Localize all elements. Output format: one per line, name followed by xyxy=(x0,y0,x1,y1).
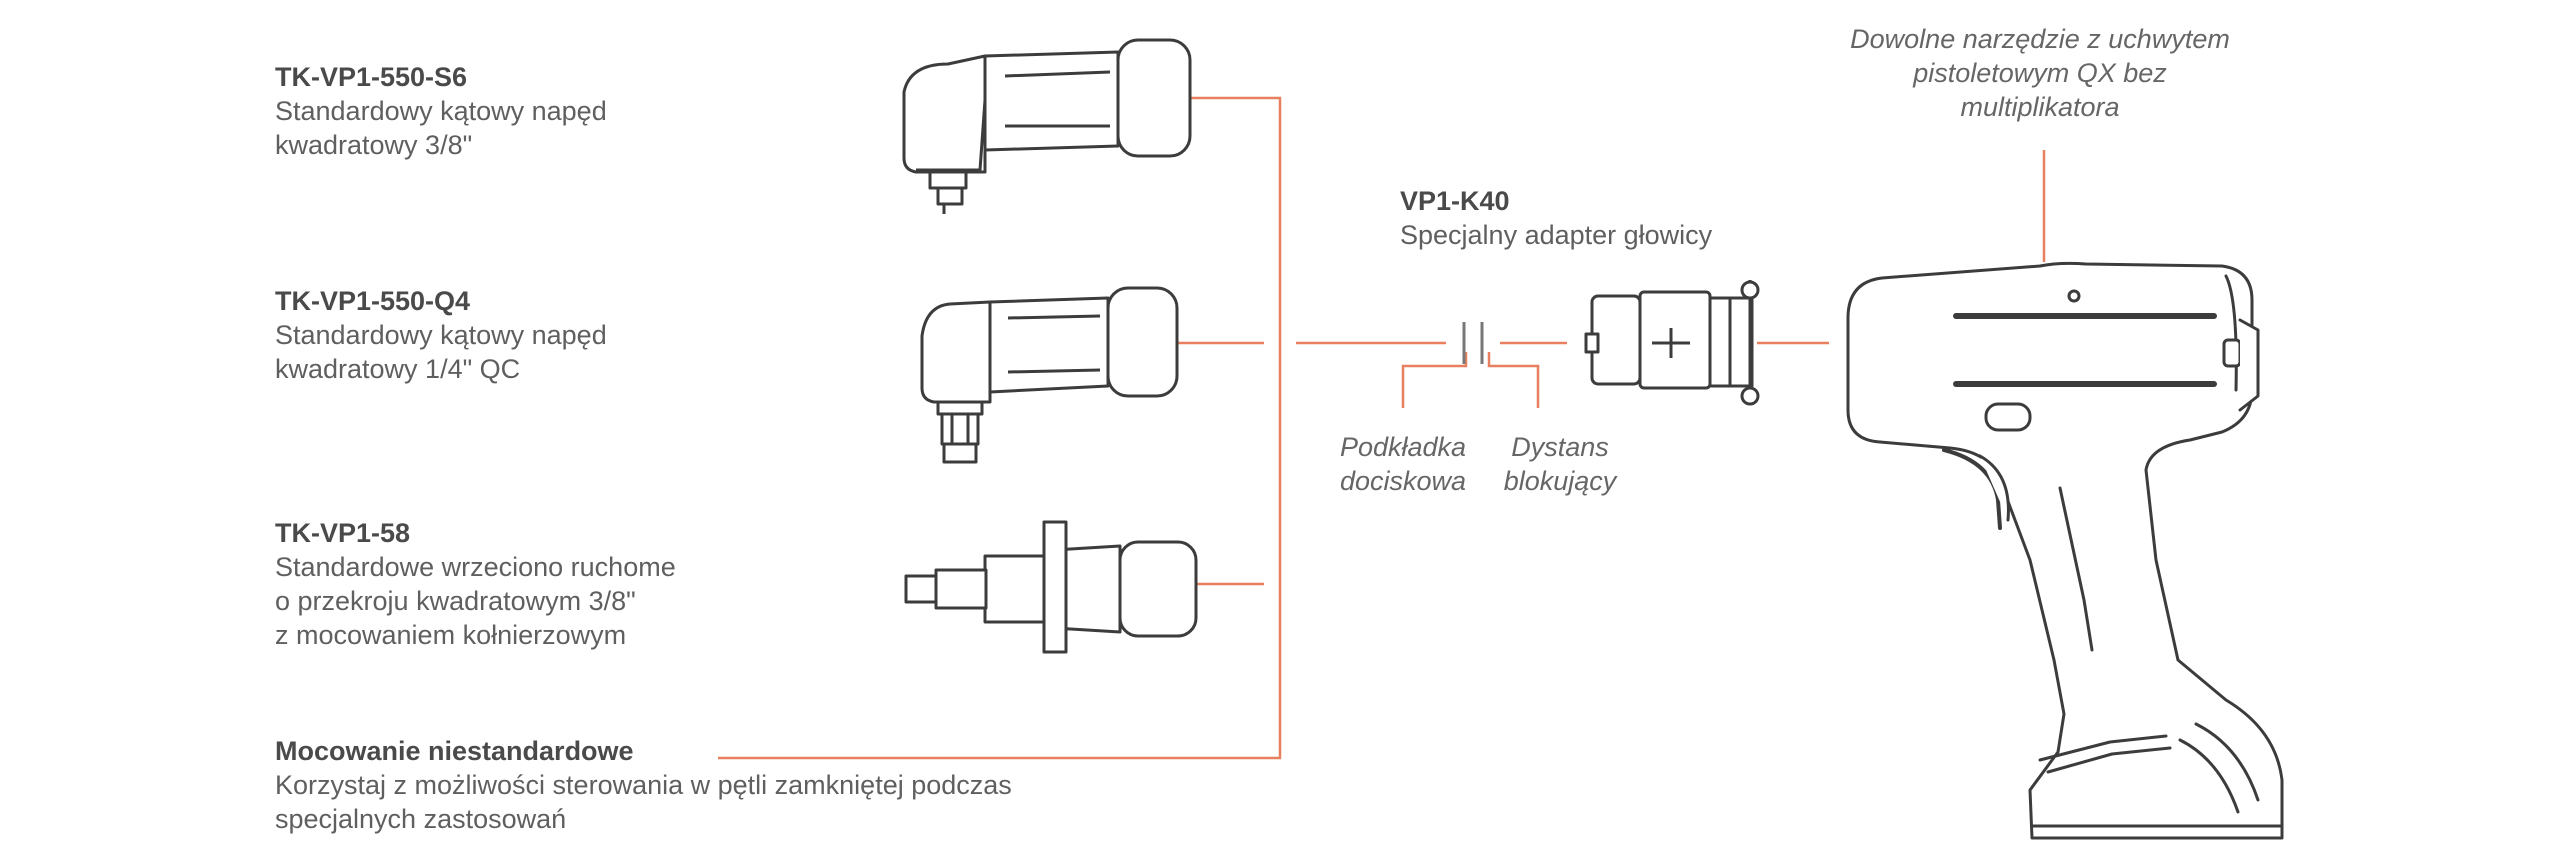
washer-label: Podkładka dociskowa xyxy=(1308,430,1498,498)
product-desc-line: Standardowy kątowy napęd xyxy=(275,96,607,126)
washer-label-line: dociskowa xyxy=(1339,466,1467,496)
product-custom-mount: Mocowanie niestandardowe Korzystaj z moż… xyxy=(275,734,1012,836)
product-desc-line: z mocowaniem kołnierzowym xyxy=(275,620,627,650)
product-desc-line: kwadratowy 1/4" QC xyxy=(275,354,521,384)
product-desc-line: Standardowy kątowy napęd xyxy=(275,320,607,350)
washer-label-line: Podkładka xyxy=(1339,432,1467,462)
spacer-label: Dystans blokujący xyxy=(1470,430,1650,498)
adapter-desc: Specjalny adapter głowicy xyxy=(1400,220,1713,250)
product-desc-line: o przekroju kwadratowym 3/8" xyxy=(275,586,636,616)
product-code: Mocowanie niestandardowe xyxy=(275,736,634,766)
product-tk-vp1-550-q4: TK-VP1-550-Q4 Standardowy kątowy napęd k… xyxy=(275,284,607,386)
tool-label-line: pistoletowym QX bez xyxy=(1913,58,2167,88)
pistol-grip-tool-icon xyxy=(1846,261,2284,840)
spacer-label-line: Dystans xyxy=(1511,432,1609,462)
flange-spindle-icon xyxy=(904,520,1198,654)
washer-spacer-symbol xyxy=(1462,322,1484,364)
product-code: TK-VP1-550-Q4 xyxy=(275,286,471,316)
product-desc-line: Korzystaj z możliwości sterowania w pętl… xyxy=(275,770,1012,800)
adapter-code: VP1-K40 xyxy=(1400,186,1510,216)
head-adapter-icon xyxy=(1584,280,1760,406)
product-code: TK-VP1-550-S6 xyxy=(275,62,468,92)
angle-head-q4-icon xyxy=(920,286,1179,464)
product-code: TK-VP1-58 xyxy=(275,518,411,548)
product-desc-line: specjalnych zastosowań xyxy=(275,804,567,834)
spacer-label-line: blokujący xyxy=(1503,466,1617,496)
product-tk-vp1-58: TK-VP1-58 Standardowe wrzeciono ruchome … xyxy=(275,516,676,652)
tool-label-line: multiplikatora xyxy=(1960,92,2120,122)
product-desc-line: kwadratowy 3/8" xyxy=(275,130,473,160)
connector-lines xyxy=(718,96,2046,760)
tool-label-line: Dowolne narzędzie z uchwytem xyxy=(1850,24,2230,54)
tool-label: Dowolne narzędzie z uchwytem pistoletowy… xyxy=(1810,22,2270,124)
product-desc-line: Standardowe wrzeciono ruchome xyxy=(275,552,676,582)
product-tk-vp1-550-s6: TK-VP1-550-S6 Standardowy kątowy napęd k… xyxy=(275,60,607,162)
angle-head-s6-icon xyxy=(902,38,1192,214)
adapter-label: VP1-K40 Specjalny adapter głowicy xyxy=(1400,184,1712,252)
